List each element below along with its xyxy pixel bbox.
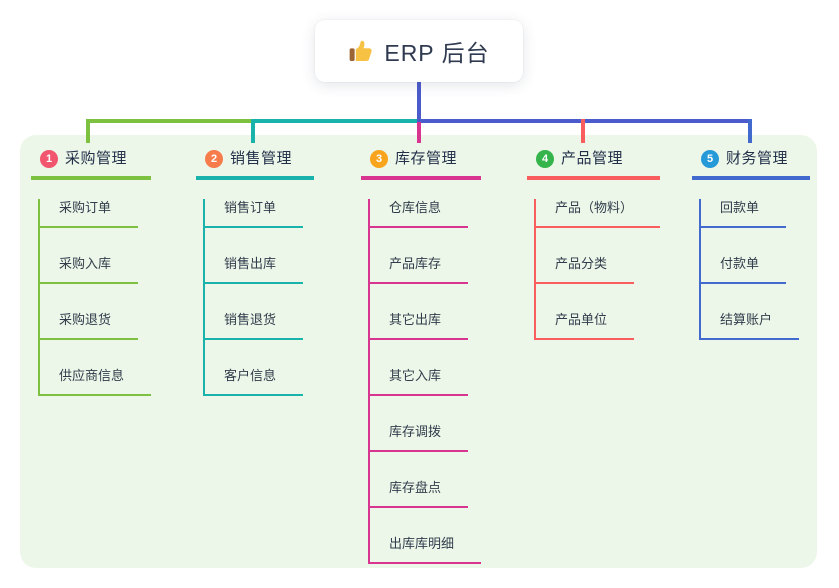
connector-bus-sales (251, 119, 421, 123)
branch-number-badge: 4 (536, 150, 554, 168)
branch-item[interactable]: 其它入库 (370, 367, 469, 396)
branch-item[interactable]: 付款单 (701, 255, 787, 284)
branch-title: 采购管理 (65, 150, 128, 167)
branches-panel (20, 135, 817, 568)
branch-item[interactable]: 出库库明细 (370, 535, 482, 564)
branch-item[interactable]: 仓库信息 (370, 199, 469, 228)
branch-1: 1 采购管理采购订单采购入库采购退货供应商信息 (31, 149, 152, 396)
branch-item[interactable]: 销售退货 (205, 311, 304, 340)
branch-item[interactable]: 销售出库 (205, 255, 304, 284)
branch-4: 4 产品管理产品（物料） 产品分类产品单位 (527, 149, 661, 340)
root-title: ERP 后台 (384, 40, 490, 66)
thumbs-up-icon (348, 38, 374, 64)
branch-item[interactable]: 供应商信息 (40, 367, 152, 396)
branch-item[interactable]: 产品单位 (536, 311, 635, 340)
branch-2: 2 销售管理销售订单销售出库销售退货客户信息 (196, 149, 314, 396)
branch-item[interactable]: 产品（物料） (536, 199, 661, 228)
connector-bus-purchase (86, 119, 255, 123)
branch-item[interactable]: 采购退货 (40, 311, 139, 340)
branch-title: 财务管理 (726, 150, 789, 167)
branch-item[interactable]: 采购订单 (40, 199, 139, 228)
branch-item[interactable]: 库存调拨 (370, 423, 469, 452)
branch-item[interactable]: 回款单 (701, 199, 787, 228)
branch-item[interactable]: 其它出库 (370, 311, 469, 340)
branch-item[interactable]: 结算账户 (701, 311, 800, 340)
connector-drop-purchase (86, 119, 90, 143)
connector-drop-sales (251, 119, 255, 143)
connector-drop-inventory (417, 122, 421, 143)
branch-item[interactable]: 客户信息 (205, 367, 304, 396)
branch-title: 产品管理 (561, 150, 624, 167)
branch-item[interactable]: 销售订单 (205, 199, 304, 228)
branch-item-list: 产品（物料） 产品分类产品单位 (534, 199, 661, 340)
branch-title: 销售管理 (230, 150, 293, 167)
branch-title: 库存管理 (395, 150, 458, 167)
branch-head[interactable]: 4 产品管理 (527, 149, 661, 180)
branch-head[interactable]: 3 库存管理 (361, 149, 482, 180)
branch-3: 3 库存管理仓库信息产品库存其它出库其它入库库存调拨库存盘点出库库明细 (361, 149, 482, 564)
root-node[interactable]: ERP 后台 (315, 20, 523, 82)
branch-head[interactable]: 1 采购管理 (31, 149, 152, 180)
branch-item[interactable]: 采购入库 (40, 255, 139, 284)
branch-item-list: 仓库信息产品库存其它出库其它入库库存调拨库存盘点出库库明细 (368, 199, 482, 564)
branch-head[interactable]: 2 销售管理 (196, 149, 314, 180)
branch-item[interactable]: 产品分类 (536, 255, 635, 284)
connector-drop-product (581, 119, 585, 143)
branch-number-badge: 5 (701, 150, 719, 168)
branch-item[interactable]: 库存盘点 (370, 479, 469, 508)
branch-number-badge: 1 (40, 150, 58, 168)
branch-number-badge: 3 (370, 150, 388, 168)
branch-head[interactable]: 5 财务管理 (692, 149, 810, 180)
branch-5: 5 财务管理回款单付款单结算账户 (692, 149, 810, 340)
branch-item-list: 回款单付款单结算账户 (699, 199, 810, 340)
branch-item[interactable]: 产品库存 (370, 255, 469, 284)
branch-number-badge: 2 (205, 150, 223, 168)
connector-drop-finance (748, 119, 752, 143)
branch-item-list: 销售订单销售出库销售退货客户信息 (203, 199, 314, 396)
branch-item-list: 采购订单采购入库采购退货供应商信息 (38, 199, 152, 396)
connector-trunk (417, 82, 421, 121)
